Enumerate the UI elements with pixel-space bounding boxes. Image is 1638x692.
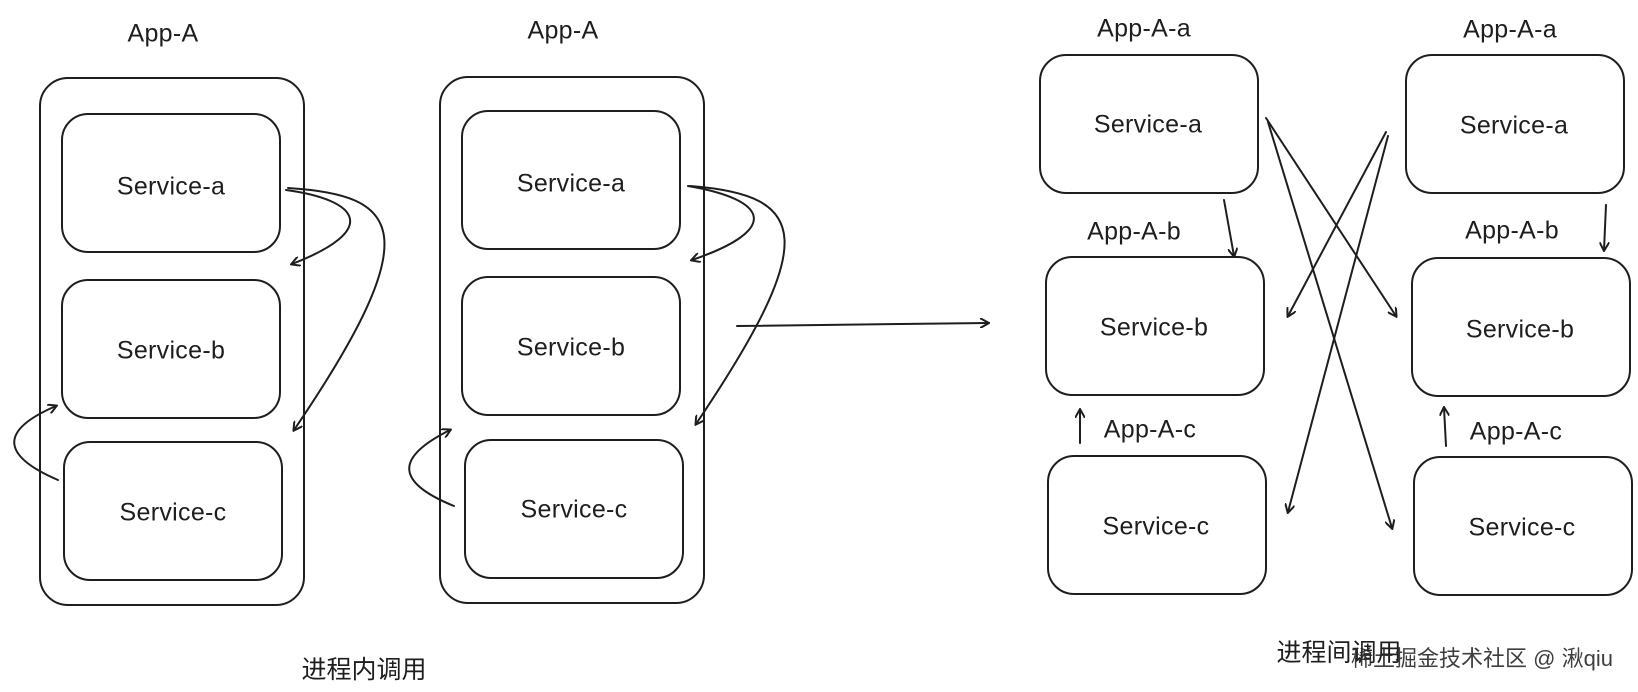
right2-app-b-label: App-A-b (1465, 216, 1559, 245)
left-service-c-label: Service-c (119, 498, 227, 527)
cross-arrow-2a-to-1c (1288, 135, 1389, 512)
left-arrow-c-to-b (13, 406, 59, 481)
right1-service-c-label: Service-c (1102, 512, 1210, 541)
right1-arrow-a-to-b (1223, 199, 1234, 256)
left-service-c-box (63, 441, 283, 581)
middle-service-a-box (461, 110, 681, 250)
right2-arrow-c-to-b (1444, 408, 1446, 447)
in-process-caption: 进程内调用 (301, 656, 427, 684)
cross-arrow-1a-to-2c (1267, 121, 1392, 528)
middle-service-c-box (464, 439, 684, 579)
middle-service-c-label: Service-c (520, 495, 628, 524)
right2-service-c-label: Service-c (1468, 513, 1576, 542)
right1-service-c-box (1047, 455, 1267, 595)
right2-app-a-label: App-A-a (1463, 15, 1557, 44)
right1-service-a-label: Service-a (1093, 110, 1203, 139)
inter-process-caption: 进程间调用 (1276, 639, 1402, 667)
left-app-container (39, 77, 305, 606)
right1-service-b-label: Service-b (1099, 313, 1209, 342)
right2-service-a-box (1405, 54, 1625, 194)
right2-service-a-label: Service-a (1459, 111, 1569, 140)
left-service-b-label: Service-b (116, 336, 226, 365)
cross-arrow-2a-to-1b (1288, 131, 1387, 316)
middle-service-a-label: Service-a (516, 169, 626, 198)
left-service-a-label: Service-a (116, 172, 226, 201)
right2-service-c-box (1413, 456, 1633, 596)
middle-service-b-box (461, 276, 681, 416)
left-service-b-box (61, 279, 281, 419)
left-arrow-a-to-c (287, 187, 386, 430)
right1-app-c-label: App-A-c (1103, 415, 1197, 444)
right1-service-a-box (1039, 54, 1259, 194)
left-arrow-a-to-b (285, 189, 352, 264)
right1-service-b-box (1045, 256, 1265, 396)
middle-app-container (439, 76, 705, 604)
right1-app-b-label: App-A-b (1087, 217, 1181, 246)
right2-service-b-label: Service-b (1465, 315, 1575, 344)
cross-arrow-1a-to-2b (1265, 117, 1396, 316)
middle-arrow-c-to-b (408, 430, 455, 507)
transition-arrow (736, 323, 988, 326)
right2-service-b-box (1411, 257, 1631, 397)
middle-arrow-a-to-c (689, 185, 786, 424)
middle-app-label: App-A (527, 16, 599, 45)
right1-app-a-label: App-A-a (1097, 14, 1191, 43)
left-app-label: App-A (127, 19, 199, 48)
right2-arrow-a-to-b (1604, 204, 1606, 250)
right2-app-c-label: App-A-c (1469, 417, 1563, 446)
watermark: 稀土掘金技术社区 @ 湫qiu (1351, 646, 1613, 671)
middle-service-b-label: Service-b (516, 333, 626, 362)
left-service-a-box (61, 113, 281, 253)
middle-arrow-a-to-b (687, 185, 755, 260)
